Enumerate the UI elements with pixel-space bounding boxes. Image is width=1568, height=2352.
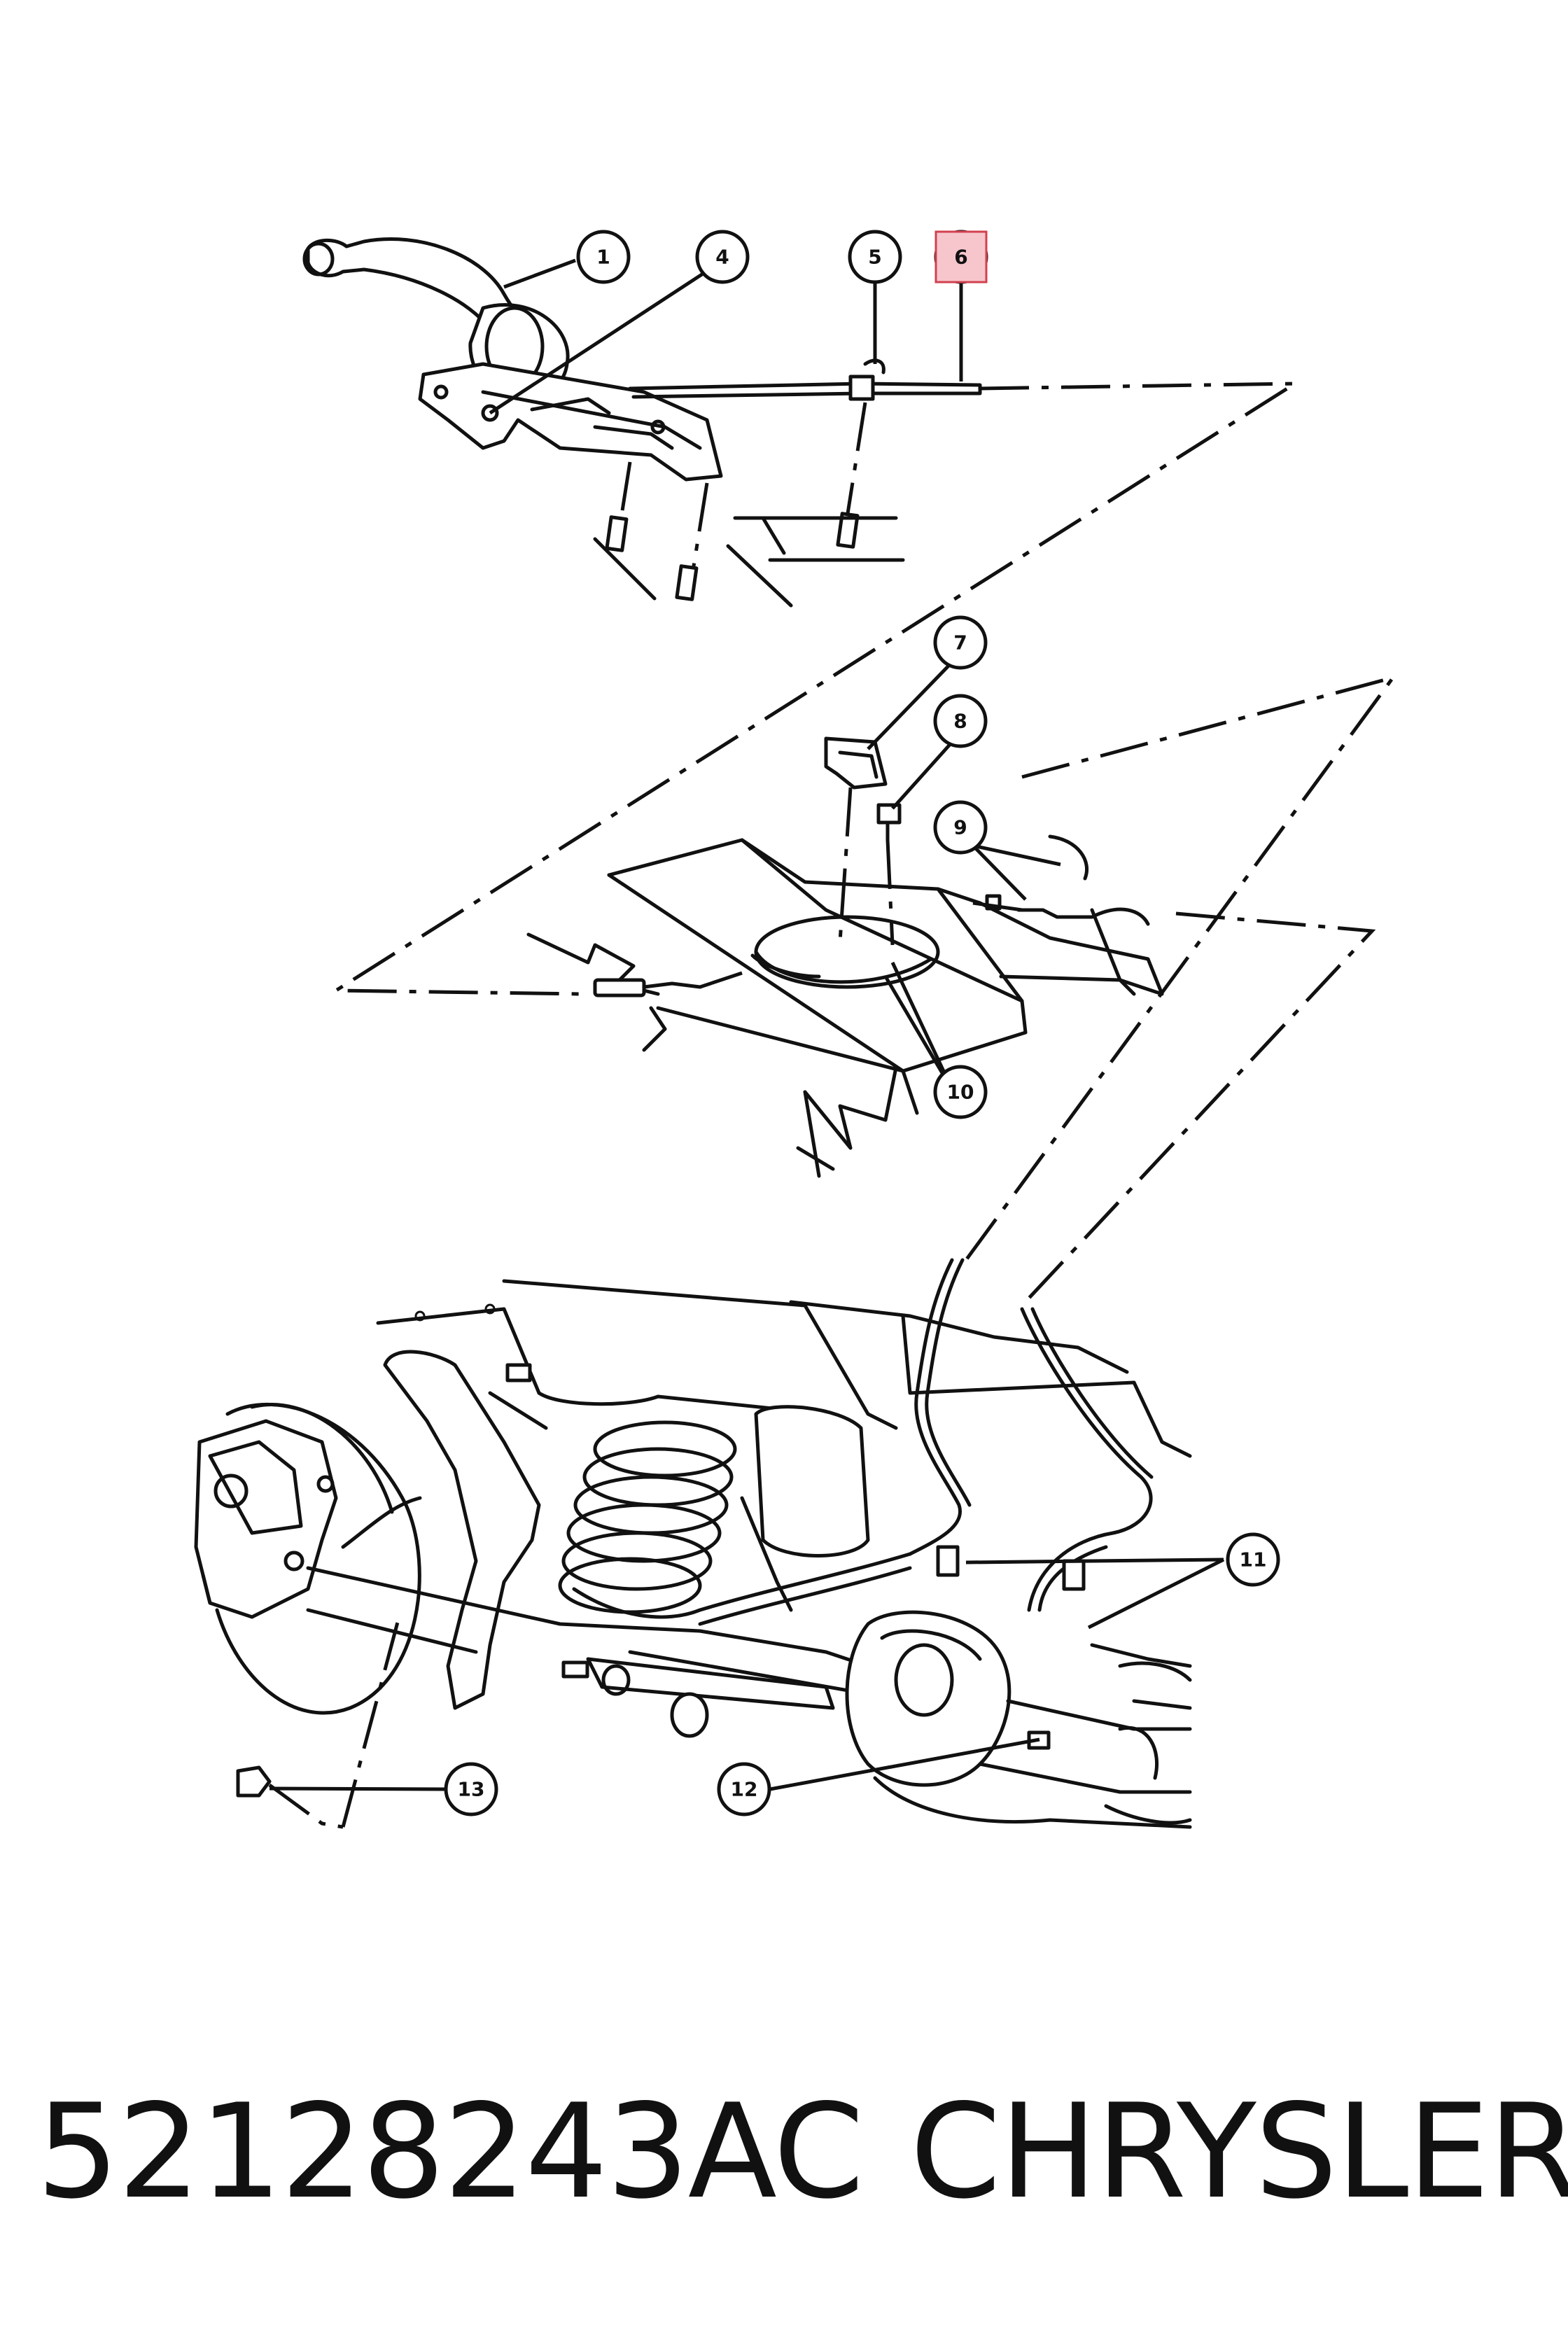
callout-8: 8 [933, 694, 988, 748]
callout-13: 13 [444, 1762, 498, 1816]
explosion-dash-lines [330, 382, 1398, 1307]
parking-brake-lever-assembly [302, 237, 982, 608]
callout-10-label: 10 [947, 1081, 974, 1104]
callout-1: 1 [576, 230, 631, 284]
callout-1-label: 1 [596, 246, 610, 269]
callout-4-label: 4 [715, 246, 729, 269]
callout-10: 10 [933, 1065, 988, 1119]
callout-6-label: 6 [954, 246, 967, 269]
callout-9: 9 [933, 800, 988, 855]
callout-8-label: 8 [953, 710, 967, 733]
callout-5-label: 5 [868, 246, 881, 269]
callout-5: 5 [848, 230, 902, 284]
leader-lines [269, 258, 1225, 1791]
rear-axle-cable-assembly [194, 1258, 1192, 1829]
callout-6: 6 [934, 230, 988, 284]
callout-7-label: 7 [953, 631, 967, 654]
callouts: 1 4 5 6 7 8 9 10 [444, 230, 1280, 1816]
callout-6-highlight [934, 230, 988, 284]
callout-12-label: 12 [731, 1778, 758, 1801]
callout-7: 7 [933, 615, 988, 670]
callout-11: 11 [1226, 1532, 1280, 1587]
callout-9-label: 9 [953, 816, 967, 839]
callout-4: 4 [695, 230, 750, 284]
callout-11-label: 11 [1240, 1548, 1267, 1572]
equalizer-cable-assembly [526, 736, 1164, 1178]
callout-12: 12 [717, 1762, 771, 1816]
coil-spring [558, 1420, 737, 1614]
callout-13-label: 13 [458, 1778, 485, 1801]
part-number: 52128243AC [36, 2076, 864, 2227]
brand-name: CHRYSLER [910, 2076, 1568, 2227]
